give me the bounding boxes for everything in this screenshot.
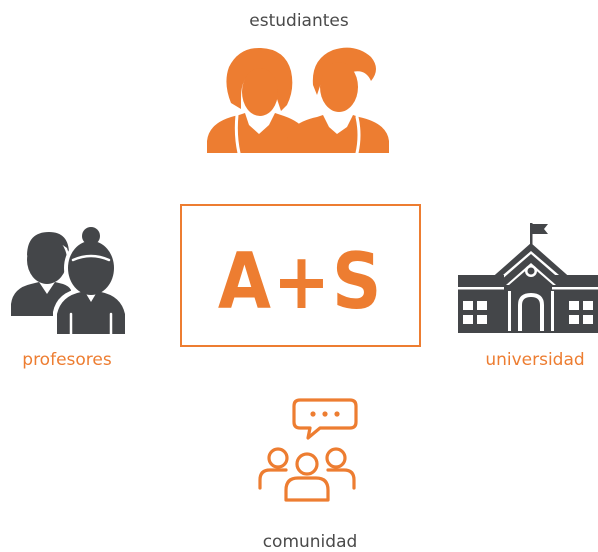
students-label: estudiantes	[249, 11, 349, 31]
teachers-label: profesores	[22, 350, 112, 370]
center-text: A+S	[218, 237, 383, 327]
students-icon	[207, 47, 389, 153]
community-icon	[258, 398, 358, 502]
teachers-icon	[11, 227, 129, 334]
center-text-svg: A+S	[218, 237, 383, 327]
university-label: universidad	[485, 350, 585, 370]
community-label: comunidad	[262, 532, 358, 552]
university-icon	[458, 223, 598, 333]
center-box: A+S	[180, 204, 421, 347]
